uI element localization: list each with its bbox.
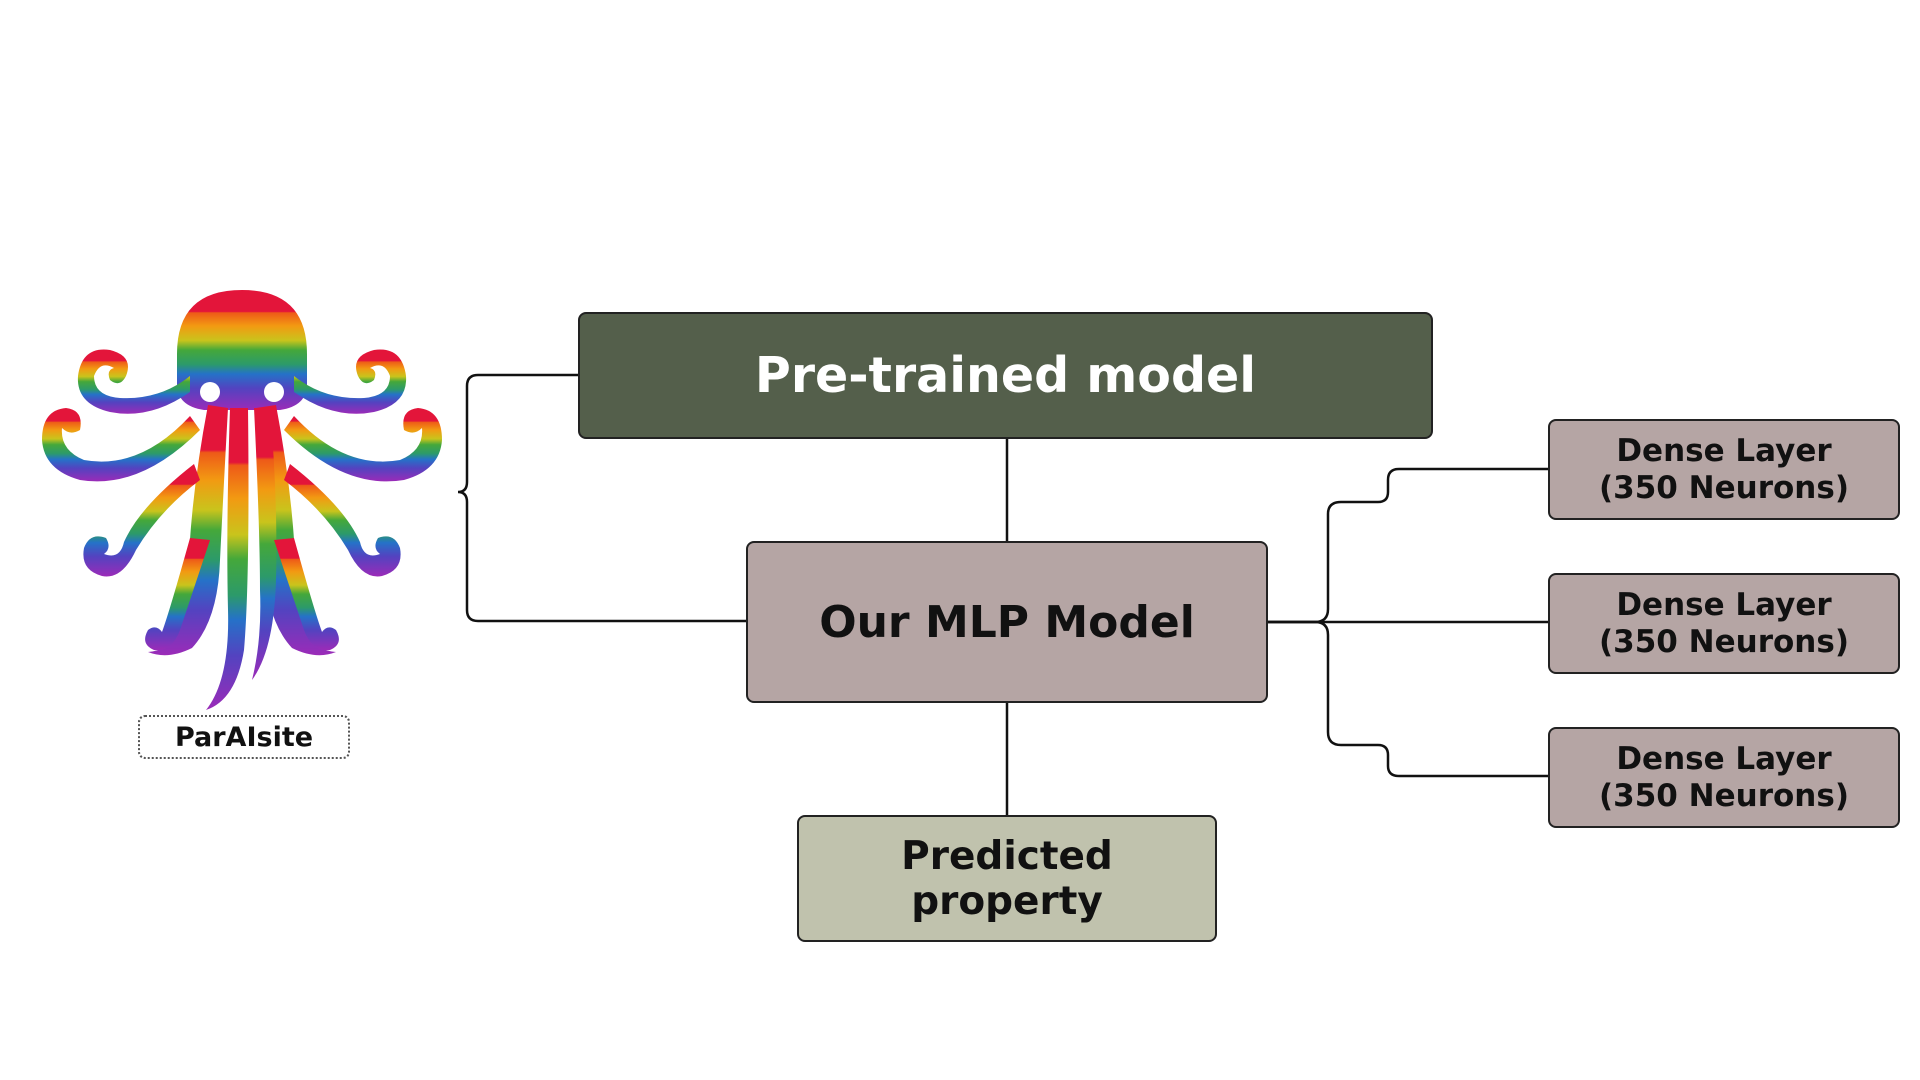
- dense-layer-title: Dense Layer: [1616, 740, 1832, 777]
- mlp-to-dense-1-line: [1268, 467, 1548, 624]
- brace-connector: [457, 373, 746, 623]
- dense-layer-node: Dense Layer (350 Neurons): [1548, 419, 1900, 520]
- dense-layer-title: Dense Layer: [1616, 432, 1832, 469]
- mlp-to-dense-3-line: [1268, 620, 1548, 778]
- predicted-property-node: Predicted property: [797, 815, 1217, 942]
- mlp-model-node: Our MLP Model: [746, 541, 1268, 703]
- dense-layer-node: Dense Layer (350 Neurons): [1548, 573, 1900, 674]
- paraisite-logo: [40, 280, 460, 720]
- dense-layer-neurons: (350 Neurons): [1599, 777, 1849, 814]
- pretrained-model-node: Pre-trained model: [578, 312, 1433, 439]
- dense-layer-title: Dense Layer: [1616, 586, 1832, 623]
- dense-layer-neurons: (350 Neurons): [1599, 623, 1849, 660]
- dense-layer-neurons: (350 Neurons): [1599, 469, 1849, 506]
- logo-label: ParAIsite: [138, 715, 350, 759]
- dense-layer-node: Dense Layer (350 Neurons): [1548, 727, 1900, 828]
- rainbow-octopus-icon: [42, 290, 442, 710]
